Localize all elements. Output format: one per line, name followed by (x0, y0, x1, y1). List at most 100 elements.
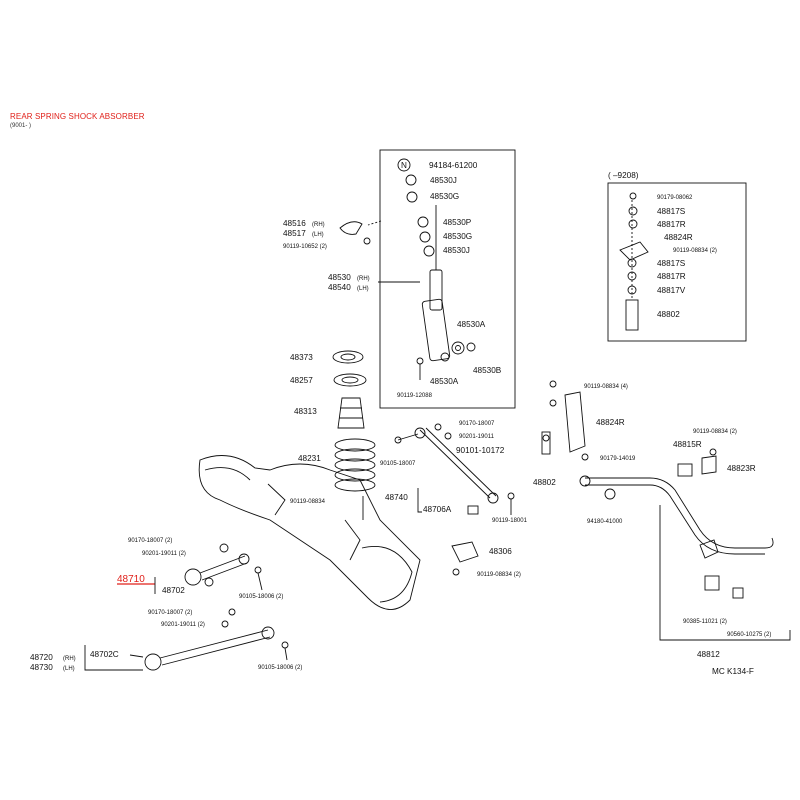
lower-control-arm-48720 (144, 626, 275, 671)
lateral-control-rod-48740 (414, 427, 499, 504)
bushing-48530j-top (405, 174, 417, 186)
inset-48817r-a (628, 219, 638, 229)
bushing-48530j-mid (423, 245, 435, 257)
label-90201-19011-1: 90201-19011 (459, 434, 495, 440)
label-48817s-2: 48817S (657, 259, 686, 268)
bolt-90119-08834-b (452, 568, 460, 576)
label-48710-highlighted: 48710 (117, 574, 145, 585)
bolt-90119-08834-e (709, 448, 717, 456)
label-48817r-1: 48817R (657, 220, 686, 229)
label-48815r: 48815R (673, 440, 702, 449)
label-48257: 48257 (290, 376, 313, 385)
n-marker-label: N (401, 161, 407, 170)
label-90119-18001: 90119-18001 (492, 518, 528, 524)
label-48802-1: 48802 (657, 310, 680, 319)
label-48530-rh: (RH) (357, 276, 370, 282)
bushing-48530g-top (406, 191, 418, 203)
label-48740: 48740 (385, 493, 408, 502)
label-48720-rh: (RH) (63, 656, 76, 662)
label-90105-18006-1: 90105-18006 (2) (239, 594, 283, 600)
bracket-48823r (701, 455, 717, 475)
label-48530g-1: 48530G (430, 192, 459, 201)
shock-absorber-group-frame (379, 149, 516, 409)
label-48817r-2: 48817R (657, 272, 686, 281)
bolt-90119-18001 (507, 492, 515, 500)
label-48812: 48812 (697, 650, 720, 659)
bracket-48812 (659, 505, 791, 641)
stabilizer-bar-48812 (579, 475, 774, 559)
bushing-48530p (417, 216, 429, 228)
diagram-subtitle: (9001- ) (10, 123, 32, 129)
label-94184-61200: 94184-61200 (429, 161, 478, 170)
bolt-90105-18006-b (281, 641, 289, 649)
diagram-title: REAR SPRING SHOCK ABSORBER (10, 112, 145, 121)
label-90119-08834-b: 90119-08834 (2) (477, 572, 521, 578)
washer-90170-18007-lower (228, 608, 236, 616)
inset-48824r (619, 241, 649, 261)
label-48702: 48702 (162, 586, 185, 595)
label-94180-41000: 94180-41000 (587, 519, 623, 525)
stabilizer-bracket-48824r (564, 391, 586, 453)
label-90119-08834-c: 90119-08834 (2) (673, 248, 717, 254)
bolt-90179-14019 (581, 453, 589, 461)
label-90179-14019: 90179-14019 (600, 456, 636, 462)
inset-48817s-b (627, 258, 637, 268)
label-90170-18007-1: 90170-18007 (459, 421, 495, 427)
nut-94180-41000 (604, 488, 616, 500)
label-48313: 48313 (294, 407, 317, 416)
label-48306: 48306 (489, 547, 512, 556)
label-48706a: 48706A (423, 505, 452, 514)
bolt-90119-12088 (416, 357, 424, 365)
bushing-48815r (677, 463, 693, 477)
label-48817s-1: 48817S (657, 207, 686, 216)
bushing-48530a-lower (440, 352, 450, 362)
label-90119-10652: 90119-10652 (2) (283, 244, 327, 250)
label-90201-19011-2: 90201-19011 (2) (142, 551, 186, 557)
bush-48702 (204, 577, 214, 587)
label-48530p: 48530P (443, 218, 472, 227)
label-90101-10172: 90101-10172 (456, 446, 505, 455)
label-48530a-2: 48530A (430, 377, 459, 386)
inset-nut-90179 (629, 192, 637, 200)
label-48720: 48720 (30, 653, 53, 662)
label-48702c: 48702C (90, 650, 119, 659)
label-mc-k134f: MC K134-F (712, 667, 754, 676)
label-48373: 48373 (290, 353, 313, 362)
upper-seat-bracket (339, 221, 363, 235)
spring-insulator-48373 (332, 350, 364, 364)
collar-90560-10275 (732, 587, 744, 599)
label-48730: 48730 (30, 663, 53, 672)
bracket-48306 (451, 541, 479, 563)
bolt-90105-18007 (394, 436, 402, 444)
inset-48802 (625, 299, 639, 331)
label-90105-18007: 90105-18007 (380, 461, 416, 467)
label-90201-19011-3: 90201-19011 (2) (161, 622, 205, 628)
label-48730-lh: (LH) (63, 666, 75, 672)
upper-control-arm-48710 (184, 553, 250, 586)
label-48517: 48517 (283, 229, 306, 238)
bolt-90119-08834-mid (549, 399, 557, 407)
leader-48702c (129, 654, 144, 658)
n-marker-circle (397, 158, 411, 172)
label-48530: 48530 (328, 273, 351, 282)
label-48802-2: 48802 (533, 478, 556, 487)
label-48516: 48516 (283, 219, 306, 228)
label-90119-08834-d: 90119-08834 (4) (584, 384, 628, 390)
label-48530b: 48530B (473, 366, 502, 375)
inset-9208-frame (607, 182, 747, 342)
label-90119-08834-a: 90119-08834 (290, 499, 326, 505)
label-9208: ( –9208) (608, 171, 639, 180)
label-48516-rh: (RH) (312, 222, 325, 228)
leader-48740 (417, 488, 422, 513)
label-48517-lh: (LH) (312, 232, 324, 238)
label-48530g-2: 48530G (443, 232, 472, 241)
label-48530a-1: 48530A (457, 320, 486, 329)
label-90119-08834-e: 90119-08834 (2) (693, 429, 737, 435)
inset-48817s-a (628, 206, 638, 216)
bolt-90119-10652 (363, 237, 371, 245)
label-90170-18007-2: 90170-18007 (2) (128, 538, 172, 544)
label-48817v: 48817V (657, 286, 686, 295)
label-48824r-1: 48824R (664, 233, 693, 242)
bolt-90105-18006-a (254, 566, 262, 574)
